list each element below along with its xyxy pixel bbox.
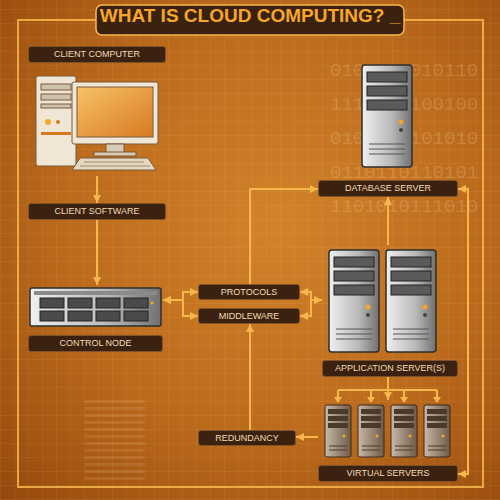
connector (163, 300, 198, 316)
connector (387, 197, 389, 245)
process-box: APPLICATION SERVER(S) (322, 245, 458, 377)
process-box: CONTROL NODE (28, 285, 163, 352)
connector (163, 292, 198, 300)
node-label: CLIENT SOFTWARE (28, 203, 166, 220)
node-label: PROTOCOLS (198, 284, 300, 300)
process-box: MIDDLEWARE (198, 308, 300, 324)
connector (300, 300, 322, 316)
binary-watermark: 1101010111010 (330, 196, 478, 218)
connector (387, 377, 389, 400)
node-label: DATABASE SERVER (318, 180, 458, 197)
connector (96, 176, 98, 203)
connector (249, 324, 251, 430)
connector (300, 292, 322, 300)
rack-art (30, 288, 161, 326)
node-label: CLIENT COMPUTER (28, 46, 166, 63)
process-box: DATABASE SERVER (318, 60, 458, 197)
process-box: REDUNDANCY (198, 430, 296, 446)
node-label: VIRTUAL SERVERS (318, 465, 458, 482)
diagram-title: WHAT IS CLOUD COMPUTING? _ (96, 5, 404, 35)
connector (250, 189, 318, 284)
process-box: PROTOCOLS (198, 284, 300, 300)
node-label: REDUNDANCY (198, 430, 296, 446)
process-box: VIRTUAL SERVERS (318, 400, 458, 482)
process-box: CLIENT SOFTWARE (28, 203, 166, 220)
connector (458, 189, 468, 474)
node-label: CONTROL NODE (28, 335, 163, 352)
process-box: CLIENT COMPUTER (28, 46, 166, 176)
connector (296, 436, 318, 438)
connector (96, 220, 98, 285)
client-computer-art (36, 76, 158, 170)
node-label: APPLICATION SERVER(S) (322, 360, 458, 377)
node-label: MIDDLEWARE (198, 308, 300, 324)
